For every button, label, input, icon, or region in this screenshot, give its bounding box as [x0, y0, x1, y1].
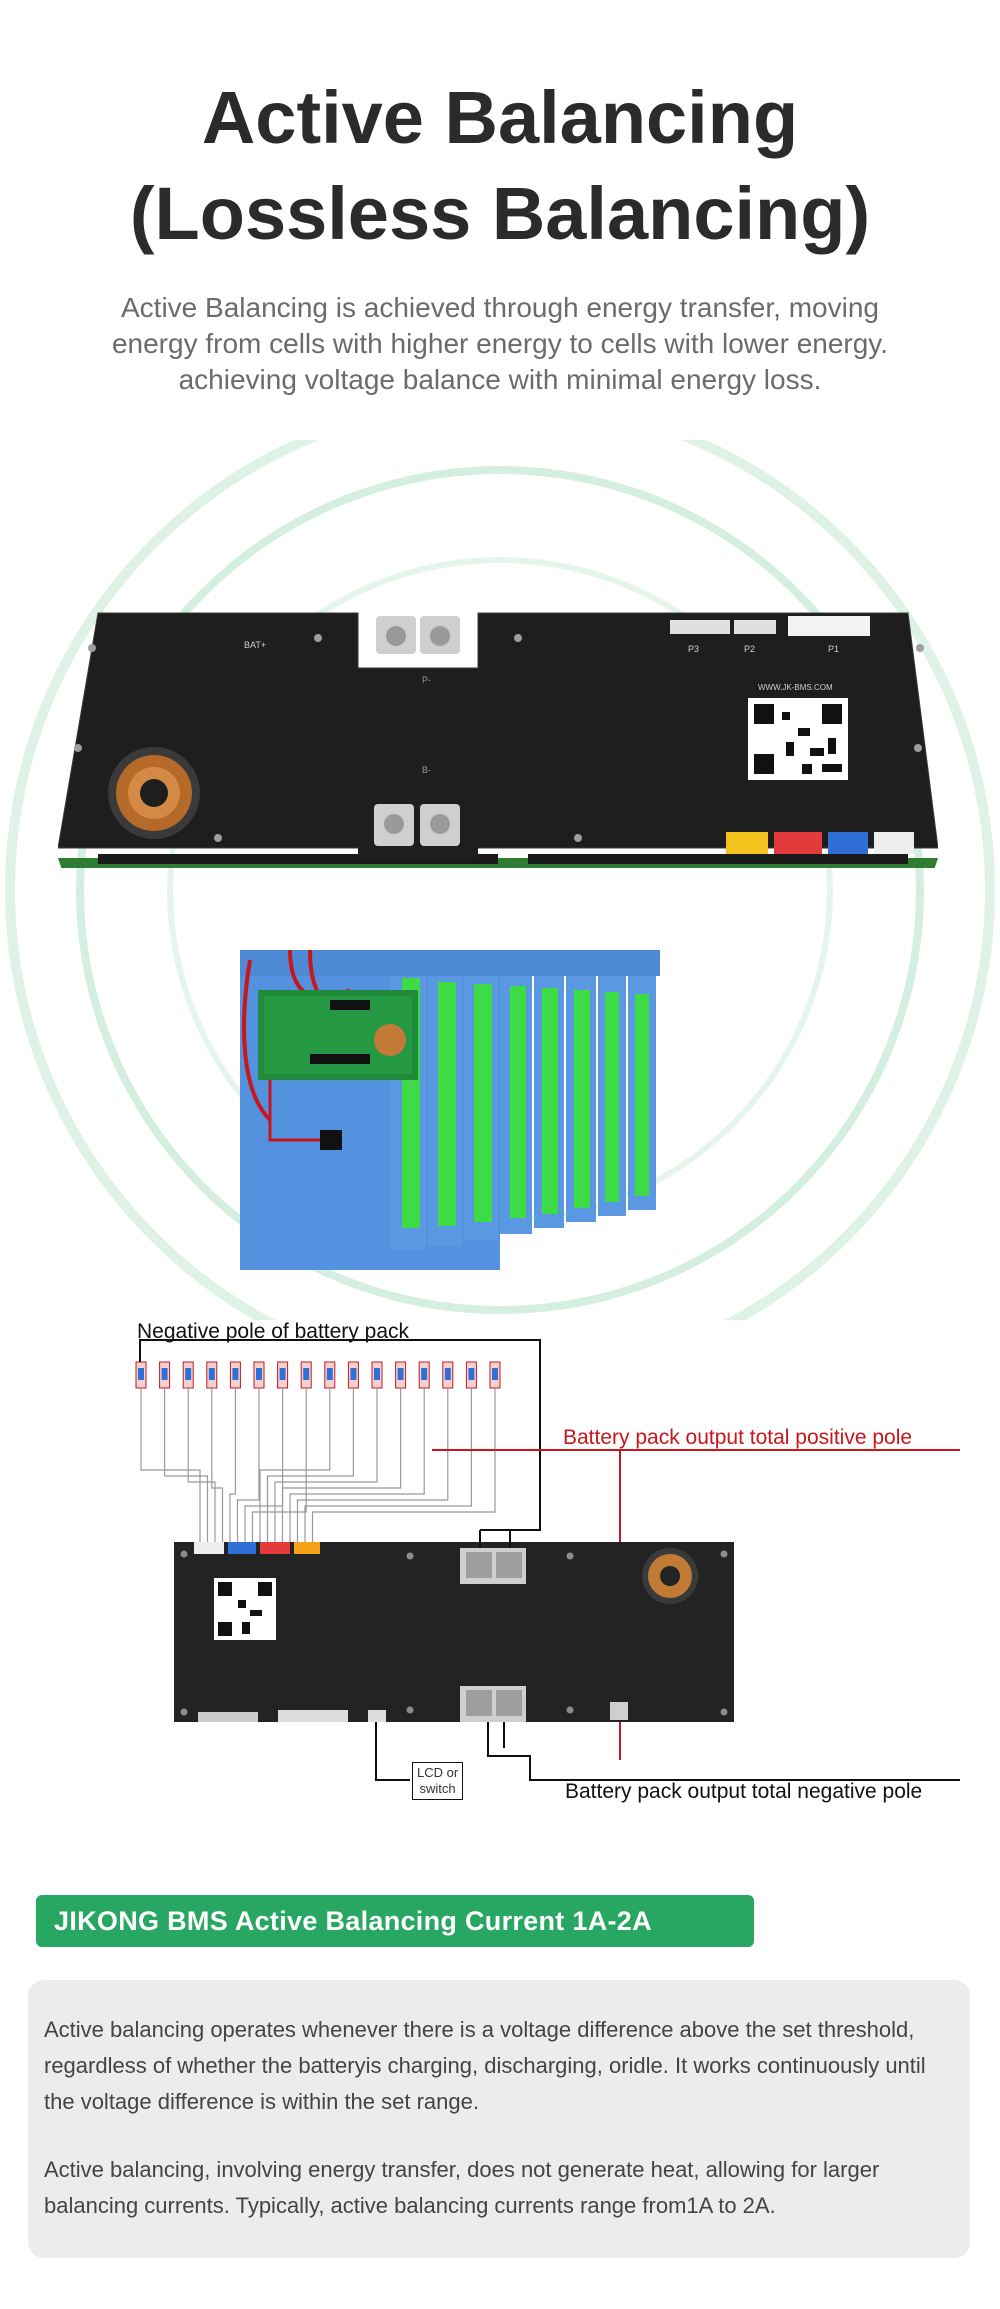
sense-wire: [244, 1388, 284, 1542]
bms-board-image: BAT+ P- B- WWW.JK-BMS.COM P1 P2 P3: [58, 612, 938, 868]
sense-wire: [187, 1388, 216, 1542]
cell-fuse-core: [326, 1368, 333, 1380]
cell-fuse-core: [492, 1368, 498, 1380]
section-badge: JIKONG BMS Active Balancing Current 1A-2…: [36, 1895, 754, 1947]
cell-fuse-core: [208, 1368, 215, 1380]
sense-wire: [311, 1388, 496, 1542]
cell-fuse-core: [421, 1368, 428, 1380]
cell-fuse-core: [256, 1368, 262, 1380]
sense-wire: [266, 1388, 354, 1542]
sense-wire: [289, 1388, 425, 1542]
lcd-switch-box: LCD or switch: [412, 1762, 464, 1800]
sense-wire: [281, 1388, 402, 1542]
sense-wire: [236, 1388, 260, 1542]
cell-fuse-core: [279, 1368, 286, 1380]
title-line-1: Active Balancing: [201, 76, 799, 159]
cell-fuse-core: [303, 1368, 310, 1380]
sense-wire: [140, 1388, 201, 1542]
negative-pole-label: Negative pole of battery pack: [137, 1320, 409, 1343]
board-bat-plus-text: BAT+: [244, 640, 266, 650]
wiring-diagram: [135, 1339, 960, 1781]
board-p2-text: P2: [744, 644, 755, 654]
page-subtitle: Active Balancing is achieved through ene…: [60, 290, 940, 398]
cell-fuse-core: [468, 1368, 475, 1380]
sense-wire: [304, 1388, 472, 1542]
info-paragraph-1: Active balancing operates whenever there…: [44, 2017, 926, 2114]
battery-pack-image: [240, 949, 660, 1270]
title-line-2: (Lossless Balancing): [129, 172, 871, 255]
sense-wire: [296, 1388, 449, 1542]
board-p1-text: P1: [828, 644, 839, 654]
sense-wire: [229, 1388, 237, 1542]
cell-fuse-core: [397, 1368, 404, 1380]
page-title: Active Balancing (Lossless Balancing): [0, 70, 1000, 262]
subtitle-line-1: Active Balancing is achieved through ene…: [121, 292, 879, 323]
cell-fuse-core: [350, 1368, 357, 1380]
cell-fuse-core: [232, 1368, 239, 1380]
board-b-minus-text: B-: [422, 765, 431, 775]
board-p3-text: P3: [688, 644, 699, 654]
cell-fuse-core: [444, 1368, 451, 1380]
cell-fuse-core: [374, 1368, 380, 1380]
sense-wire: [211, 1388, 224, 1542]
cell-fuse-core: [161, 1368, 168, 1380]
sense-wire: [274, 1388, 378, 1542]
sense-wire: [259, 1388, 331, 1542]
sense-wire: [163, 1388, 209, 1542]
subtitle-line-3: achieving voltage balance with minimal e…: [178, 364, 822, 395]
board-url-text: WWW.JK-BMS.COM: [758, 683, 833, 692]
subtitle-line-2: energy from cells with higher energy to …: [111, 328, 889, 359]
lcd-line-2: switch: [419, 1781, 456, 1796]
positive-output-label: Battery pack output total positive pole: [563, 1426, 913, 1449]
cell-fuse-core: [185, 1368, 192, 1380]
info-paragraph-2: Active balancing, involving energy trans…: [44, 2157, 880, 2218]
sense-wire: [251, 1388, 307, 1542]
negative-output-label: Battery pack output total negative pole: [565, 1780, 923, 1803]
info-card: Active balancing operates whenever there…: [28, 1980, 970, 2258]
board-p-minus-text: P-: [422, 675, 431, 685]
cell-fuse-core: [138, 1368, 144, 1380]
lcd-line-1: LCD or: [417, 1765, 459, 1780]
